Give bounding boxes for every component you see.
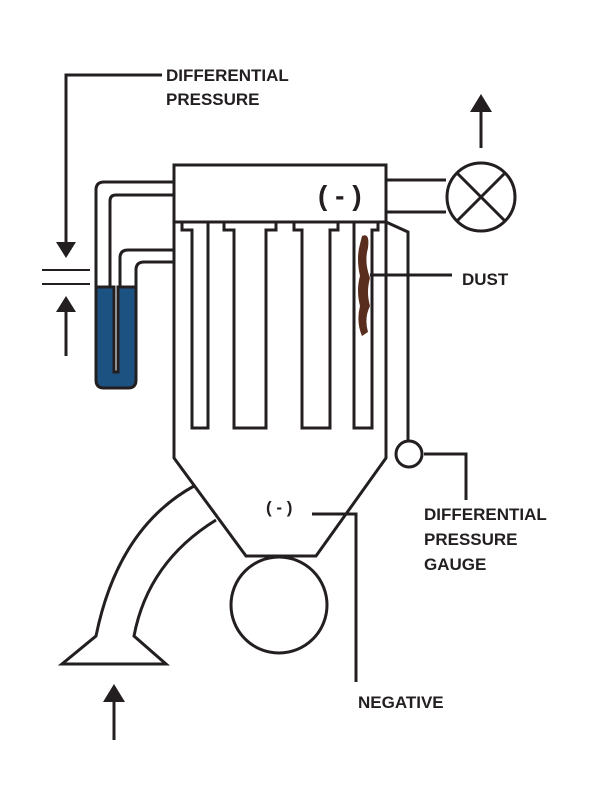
gauge-leader — [424, 452, 468, 500]
up-arrow-icon — [470, 94, 492, 148]
gauge-label-line2: PRESSURE — [424, 530, 518, 549]
filter-bag — [180, 222, 210, 430]
differential-pressure-label-line1: DIFFERENTIAL — [166, 66, 289, 85]
differential-pressure-gauge — [385, 220, 424, 469]
dust-label: DUST — [462, 270, 509, 289]
up-arrow-icon — [103, 684, 125, 740]
manometer-tube — [94, 180, 174, 287]
differential-pressure-label-line2: PRESSURE — [166, 90, 260, 109]
manometer-liquid — [94, 285, 138, 390]
filter-bag — [292, 222, 340, 430]
negative-leader — [312, 512, 358, 682]
gauge-label-line3: GAUGE — [424, 555, 486, 574]
hopper-negative-sign: ( - ) — [266, 498, 292, 517]
inlet-duct — [57, 484, 217, 666]
dust-deposit — [358, 235, 370, 336]
up-arrow-icon — [56, 296, 76, 312]
fan-x-circle-icon — [445, 161, 517, 233]
gauge-label-line1: DIFFERENTIAL — [424, 505, 547, 524]
filter-bag — [352, 222, 380, 430]
discharge-valve — [229, 555, 329, 655]
filter-bag — [222, 222, 278, 430]
negative-label: NEGATIVE — [358, 693, 444, 712]
chamber-negative-sign: ( - ) — [318, 180, 362, 211]
differential-pressure-indicator — [42, 73, 162, 356]
outlet-duct — [386, 178, 446, 214]
down-arrow-icon — [56, 242, 76, 258]
filter-bags — [180, 222, 380, 430]
